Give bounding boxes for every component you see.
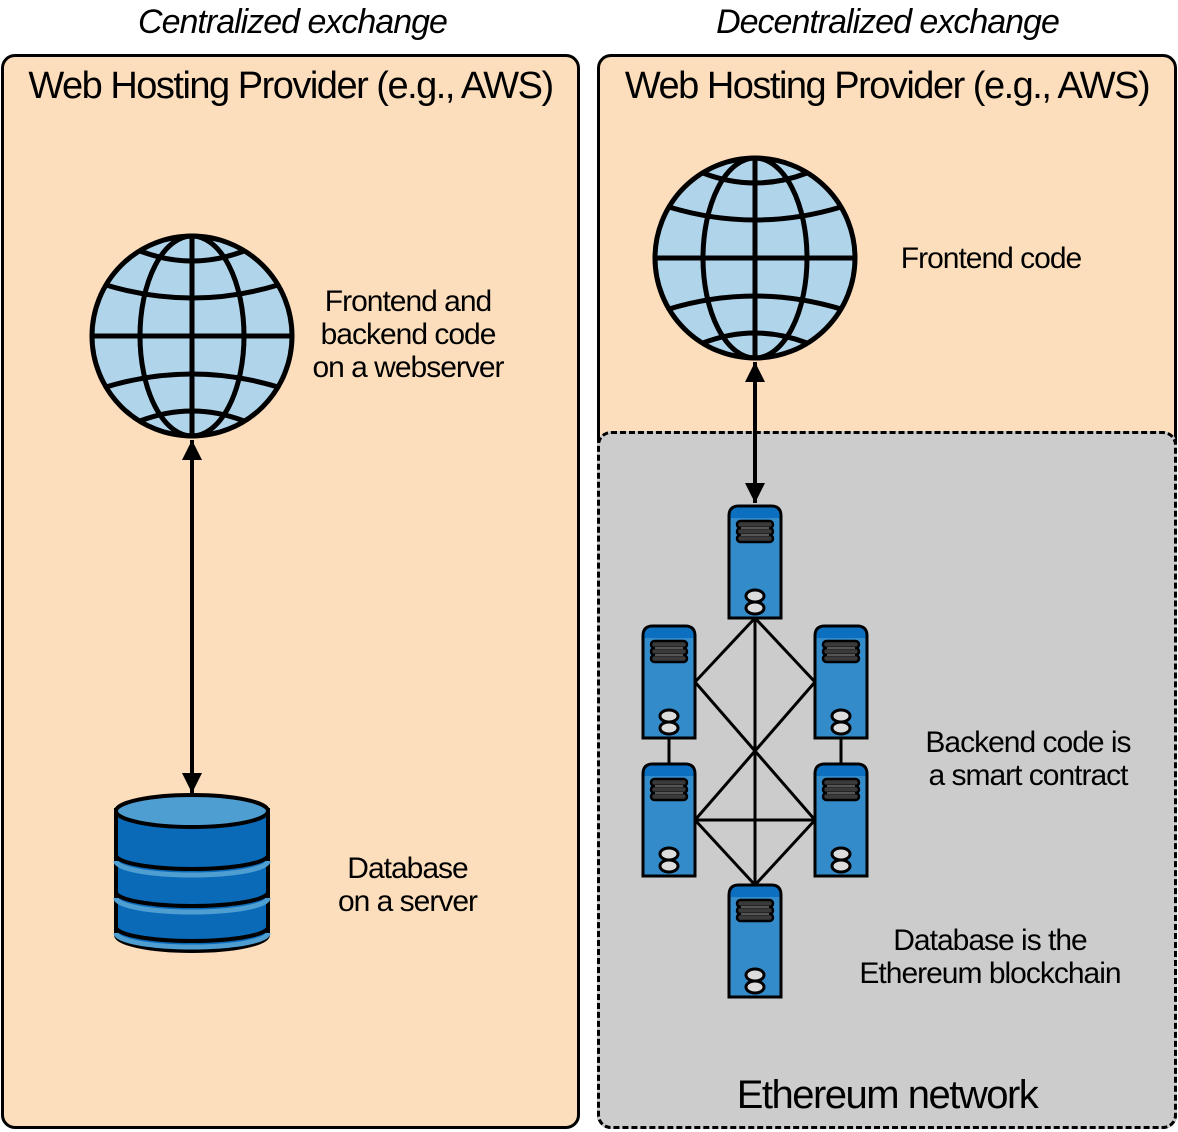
left-database-label: Database on a server: [337, 852, 478, 918]
left-globe-label: Frontend and backend code on a webserver: [312, 285, 504, 384]
server-node-bottom: [727, 883, 783, 999]
left-hosting-panel: Web Hosting Provider (e.g., AWS): [1, 54, 580, 1129]
left-globe-icon: [92, 236, 292, 436]
server-node-upper-right: [813, 624, 869, 740]
server-node-upper-left: [641, 624, 697, 740]
server-node-lower-right: [813, 762, 869, 878]
right-globe-label: Frontend code: [900, 242, 1082, 275]
caption-decentralized: Decentralized exchange: [716, 3, 1060, 41]
right-globe-icon: [655, 158, 855, 358]
left-panel-title: Web Hosting Provider (e.g., AWS): [28, 65, 554, 107]
network-links: [667, 616, 843, 887]
right-panel-title: Web Hosting Provider (e.g., AWS): [624, 65, 1151, 107]
server-node-lower-left: [641, 762, 697, 878]
backend-smart-contract-label: Backend code is a smart contract: [925, 726, 1131, 792]
blockchain-database-label: Database is the Ethereum blockchain: [859, 924, 1121, 990]
ethereum-network-title: Ethereum network: [736, 1073, 1039, 1117]
caption-centralized: Centralized exchange: [138, 3, 448, 41]
server-node-top: [727, 504, 783, 620]
database-icon: [113, 793, 271, 953]
